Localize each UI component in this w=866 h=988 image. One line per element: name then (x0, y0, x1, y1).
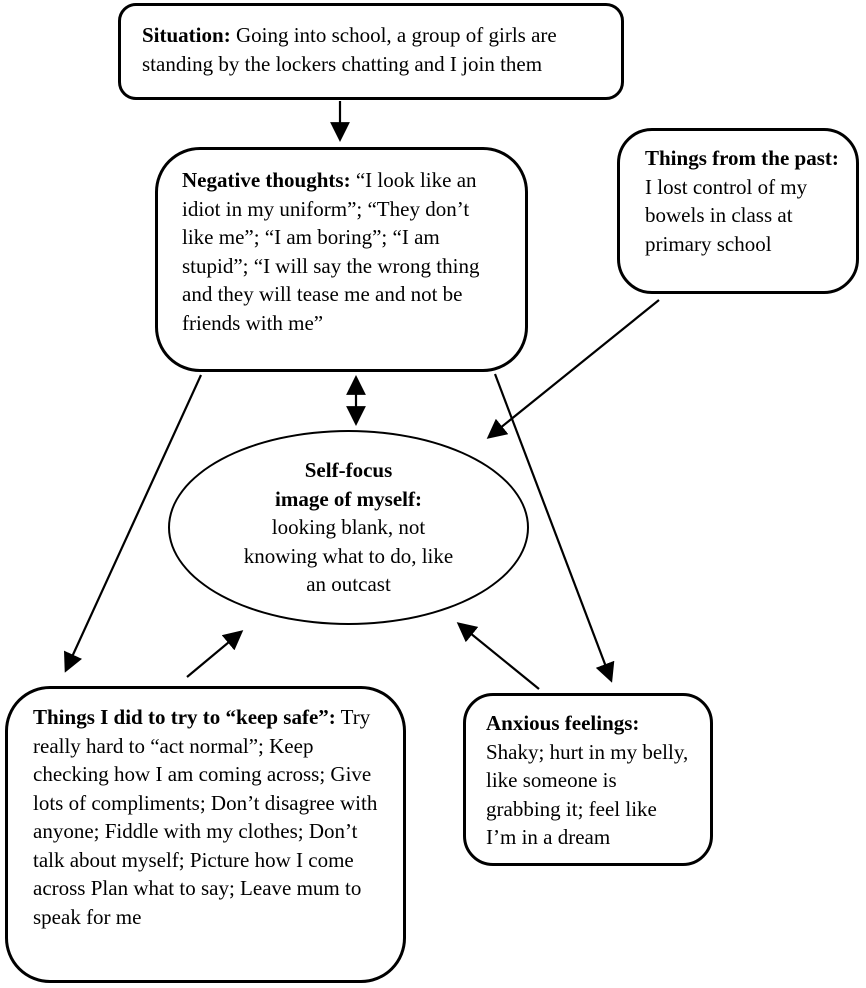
arrow-things-from-past-to-selffocus (486, 299, 660, 439)
things-from-past-box: Things from the past: I lost control of … (617, 128, 859, 294)
self-focus-ellipse: Self-focus image of myself: looking blank… (168, 430, 529, 625)
self-focus-label-line2: image of myself: (275, 486, 422, 511)
situation-box: Situation: Going into school, a group of… (118, 3, 624, 100)
negative-thoughts-body: “I look like an idiot in my uniform”; “T… (182, 168, 480, 335)
negative-thoughts-box: Negative thoughts: “I look like an idiot… (155, 147, 528, 372)
self-focus-body: looking blank, not knowing what to do, l… (243, 515, 454, 597)
self-focus-label-line1: Self-focus (304, 458, 393, 483)
anxious-feelings-text: Anxious feelings: Shaky; hurt in my bell… (486, 709, 690, 852)
things-from-past-body: I lost control of my bowels in class at … (645, 174, 808, 256)
things-from-past-label: Things from the past: (645, 146, 839, 170)
things-from-past-text: Things from the past: I lost control of … (645, 144, 840, 258)
keep-safe-text: Things I did to try to “keep safe”: Try … (33, 703, 381, 931)
arrow-anxious-feelings-to-selffocus (456, 622, 540, 690)
anxious-feelings-label: Anxious feelings: (486, 711, 640, 735)
negative-thoughts-label: Negative thoughts: (182, 168, 351, 192)
arrow-negative-thoughts-to-keep-safe (64, 374, 203, 673)
situation-text: Situation: Going into school, a group of… (142, 21, 603, 78)
arrow-negative-thoughts-to-anxious-feelings (493, 373, 615, 683)
keep-safe-label: Things I did to try to “keep safe”: (33, 705, 336, 729)
keep-safe-body: Try really hard to “act normal”; Keep ch… (33, 705, 378, 929)
situation-label: Situation: (142, 23, 231, 47)
arrow-keep-safe-to-selffocus (186, 630, 244, 678)
self-focus-text: Self-focus image of myself: looking blank… (244, 456, 454, 599)
situation-body: Going into school, a group of girls are … (142, 23, 557, 76)
anxious-feelings-box: Anxious feelings: Shaky; hurt in my bell… (463, 693, 713, 866)
negative-thoughts-text: Negative thoughts: “I look like an idiot… (182, 166, 501, 337)
keep-safe-box: Things I did to try to “keep safe”: Try … (5, 686, 406, 983)
anxious-feelings-body: Shaky; hurt in my belly, like someone is… (486, 739, 689, 850)
